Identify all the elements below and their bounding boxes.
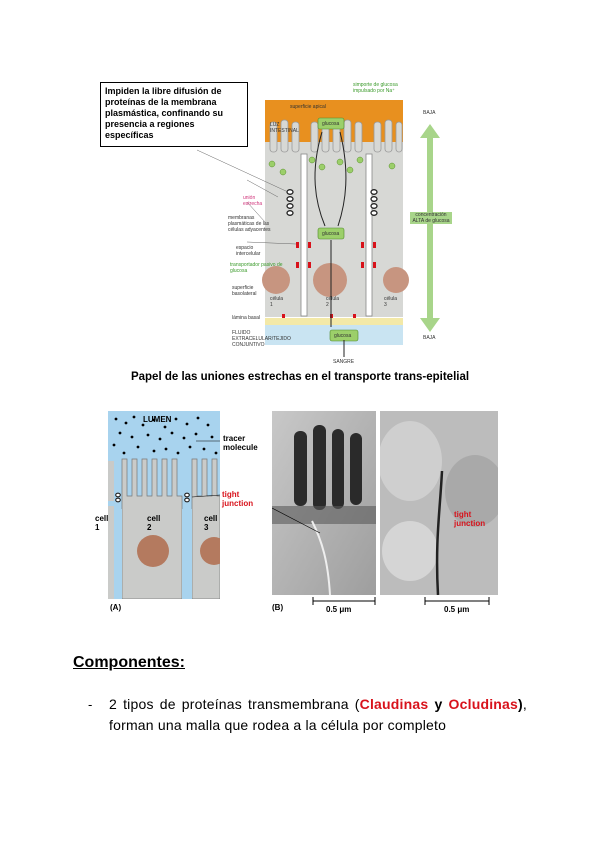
micrograph-right <box>380 411 498 595</box>
scale-label-2: 0.5 μm <box>444 605 469 614</box>
label-celula-1: célula 1 <box>270 296 284 308</box>
label-sangre: SANGRE <box>333 359 354 365</box>
label-glucosa-mid: glucosa <box>322 231 339 237</box>
ocludinas-term: Ocludinas <box>449 696 518 712</box>
label-cell-1: cell 1 <box>95 514 107 532</box>
label-membranas: membranas plasmáticas de las células ady… <box>228 215 274 233</box>
label-glucosa-bottom: glucosa <box>334 333 351 339</box>
para-part-1: 2 tipos de proteínas transmembrana ( <box>109 696 360 712</box>
label-celula-2: célula 2 <box>326 296 340 308</box>
label-lumen-a: LUMEN <box>143 415 171 424</box>
bullet-marker: - <box>88 697 92 712</box>
label-superficie-apical: superficie apical <box>290 104 326 110</box>
section-heading: Componentes: <box>73 654 185 672</box>
scale-label-1: 0.5 μm <box>326 605 351 614</box>
label-lumen: LUZ INTESTINAL <box>270 122 306 134</box>
label-concentracion: concentración ALTA de glucosa <box>410 212 452 224</box>
label-tight-junction-a: tight junction <box>222 490 262 508</box>
label-lamina-basal: lámina basal <box>232 315 260 321</box>
label-espacio: espacio intercelular <box>236 245 272 257</box>
tight-junction-diagram <box>108 411 220 599</box>
scale-bar-1 <box>312 597 376 605</box>
micrograph-left <box>272 411 376 595</box>
label-glucosa-top: glucosa <box>322 121 339 127</box>
scale-bar-2 <box>424 597 490 605</box>
label-baja-top: BAJA <box>423 110 436 116</box>
label-transportador: transportador pasivo de glucosa <box>230 262 290 274</box>
label-tight-junction-b: tight junction <box>454 510 492 528</box>
label-celula-3: célula 3 <box>384 296 398 308</box>
label-union-estrecha: unión estrecha <box>243 195 273 207</box>
figure-caption: Papel de las uniones estrechas en el tra… <box>0 371 600 383</box>
label-superficie-basolateral: superficie basolateral <box>232 285 272 297</box>
claudinas-term: Claudinas <box>360 696 429 712</box>
label-baja-bottom: BAJA <box>423 335 436 341</box>
paragraph: 2 tipos de proteínas transmembrana (Clau… <box>109 694 527 736</box>
label-tracer: tracer molecule <box>223 434 271 452</box>
label-cell-3: cell 3 <box>204 514 216 532</box>
label-fluido: FLUIDO EXTRACELULAR/TEJIDO CONJUNTIVO <box>232 330 302 348</box>
panel-label-a: (A) <box>110 603 121 612</box>
label-cell-2: cell 2 <box>147 514 161 532</box>
panel-label-b: (B) <box>272 603 283 612</box>
label-cotransport: simporte de glucosa impulsado por Na⁺ <box>353 82 413 94</box>
y-conjunction: y <box>428 696 442 712</box>
top-figure: Impiden la libre difusión de proteínas d… <box>100 82 500 367</box>
